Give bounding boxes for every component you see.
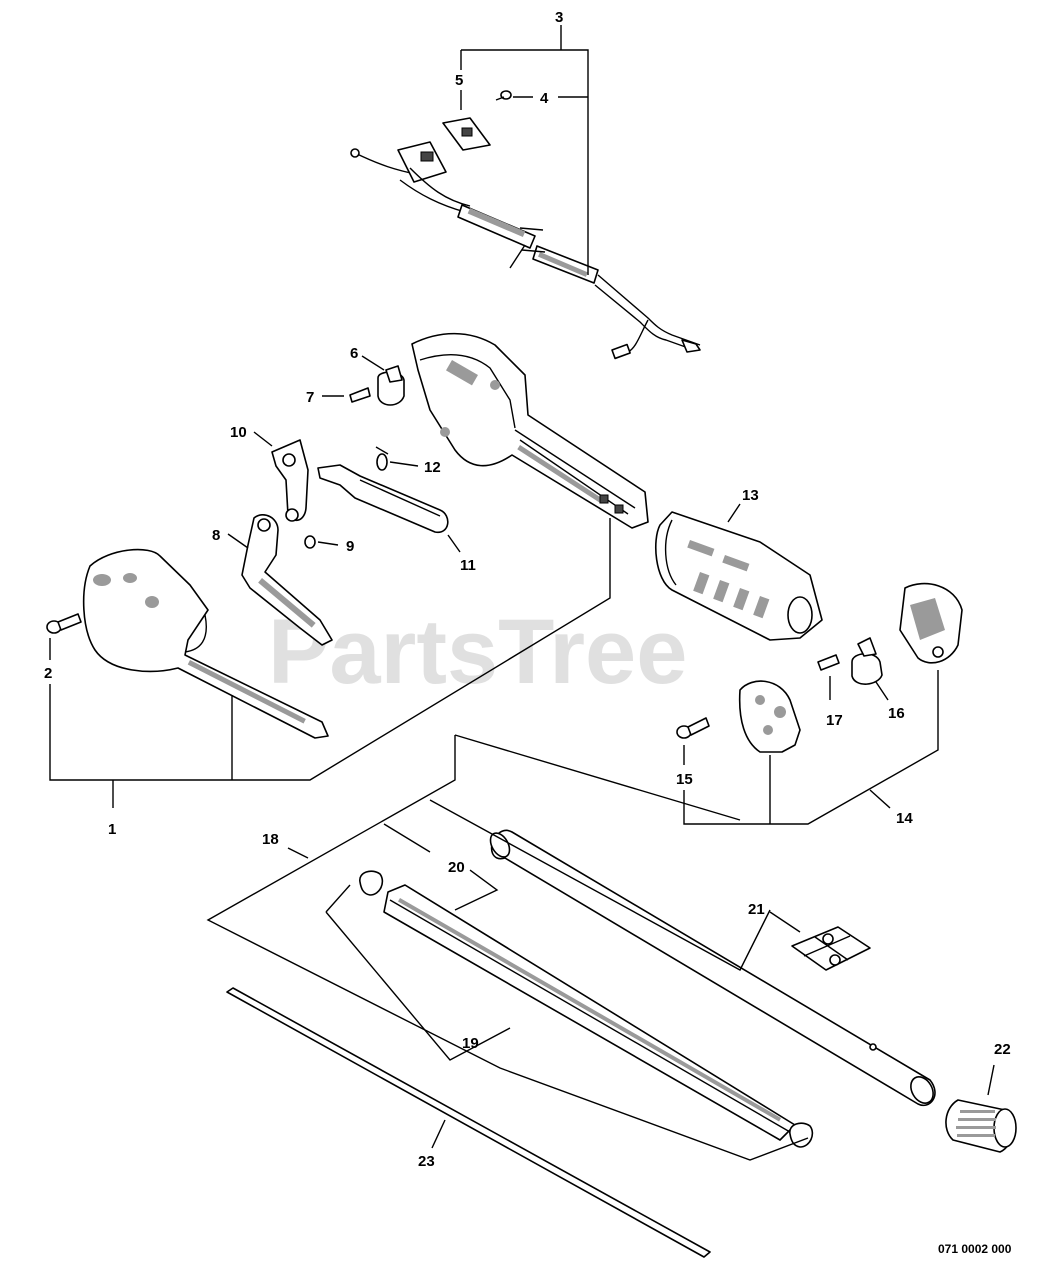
handle-housing[interactable]	[411, 332, 649, 529]
spring-part-9[interactable]	[304, 535, 316, 549]
callout-3: 3	[555, 9, 563, 26]
grip-part-13[interactable]	[654, 511, 823, 641]
callout-20: 20	[448, 859, 465, 876]
front-handle-half-right[interactable]	[899, 582, 963, 664]
callout-13: 13	[742, 487, 759, 504]
callout-14: 14	[896, 810, 913, 827]
callout-21: 21	[748, 901, 765, 918]
bushing-part-19-top[interactable]	[359, 870, 384, 896]
callout-8: 8	[212, 527, 220, 544]
leader-lines	[49, 25, 995, 1161]
callout-15: 15	[676, 771, 693, 788]
warning-decal[interactable]	[791, 926, 871, 971]
throttle-lever-part-8[interactable]	[241, 514, 333, 646]
callout-1: 1	[108, 821, 116, 838]
screw-part-7[interactable]	[349, 387, 371, 403]
callout-18: 18	[262, 831, 279, 848]
callout-22: 22	[994, 1041, 1011, 1058]
coupling-part-22[interactable]	[945, 1099, 1017, 1153]
cable-clip-part-5[interactable]	[442, 117, 491, 151]
drive-shaft-part-23[interactable]	[226, 987, 711, 1258]
liner-part-20[interactable]	[383, 884, 796, 1141]
callout-10: 10	[230, 424, 247, 441]
callout-2: 2	[44, 665, 52, 682]
lever-part-10[interactable]	[271, 439, 309, 522]
callout-12: 12	[424, 459, 441, 476]
screw-part-15[interactable]	[676, 717, 710, 739]
screw-part-17[interactable]	[817, 654, 840, 671]
screw-part-2[interactable]	[46, 613, 82, 634]
outer-tube-part-21[interactable]	[487, 829, 938, 1107]
callout-labels: 3 5 4 6 7 10 12 13 8 9 11 2 16 17 15 1 1…	[44, 9, 1011, 1170]
figure-code: 071 0002 000	[938, 1242, 1012, 1256]
screw-part-4[interactable]	[495, 90, 512, 101]
callout-17: 17	[826, 712, 843, 729]
callout-11: 11	[460, 557, 476, 574]
clamp-part-16[interactable]	[851, 637, 883, 685]
throttle-trigger-part-11[interactable]	[317, 464, 449, 533]
callout-9: 9	[346, 538, 354, 555]
handle-cover-part-1[interactable]	[82, 548, 329, 739]
callout-19: 19	[462, 1035, 479, 1052]
callout-6: 6	[350, 345, 358, 362]
callout-4: 4	[540, 90, 549, 107]
throttle-cable-assembly[interactable]	[350, 141, 701, 360]
callout-7: 7	[306, 389, 314, 406]
callout-23: 23	[418, 1153, 435, 1170]
front-handle-half-left[interactable]	[738, 680, 801, 753]
bushing-part-19-bottom[interactable]	[789, 1122, 814, 1148]
callout-5: 5	[455, 72, 463, 89]
spring-part-12[interactable]	[375, 446, 389, 471]
callout-16: 16	[888, 705, 905, 722]
watermark: PartsTree	[268, 601, 687, 703]
clamp-part-6[interactable]	[377, 365, 405, 406]
